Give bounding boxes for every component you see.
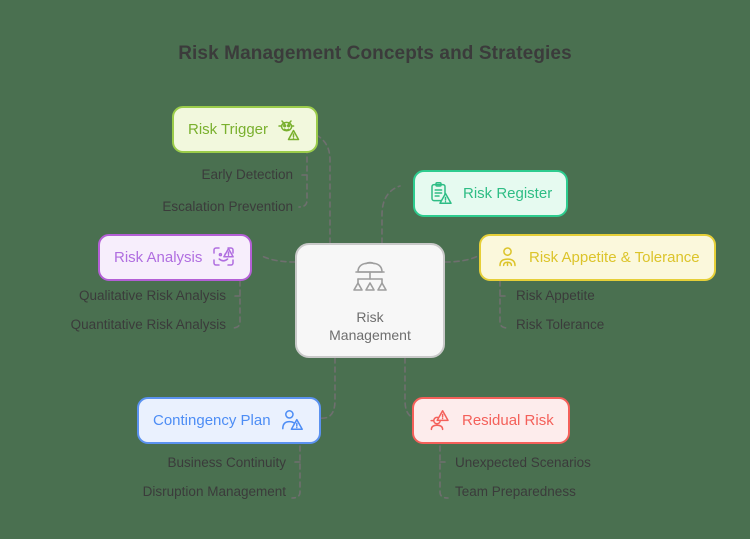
node-contingency-plan[interactable]: Contingency Plan [137,397,321,444]
node-risk-trigger[interactable]: Risk Trigger [172,106,319,153]
node-risk-trigger-label: Risk Trigger [188,121,269,138]
clipboard-warning-icon [429,181,454,206]
sub-disruption-management: Disruption Management [142,484,286,499]
node-risk-register[interactable]: Risk Register [413,170,569,217]
sub-business-continuity: Business Continuity [167,455,286,470]
hard-hat-hierarchy-icon [347,257,393,302]
sub-early-detection: Early Detection [201,167,293,182]
node-contingency-plan-label: Contingency Plan [153,412,271,429]
node-risk-appetite-tolerance-label: Risk Appetite & Tolerance [529,249,700,266]
person-warning-icon [428,408,453,433]
person-gauge-icon [495,245,520,270]
center-label-line1: Risk [356,309,384,325]
bug-warning-icon [277,117,302,142]
center-label-line2: Management [329,326,411,343]
sub-team-preparedness: Team Preparedness [455,484,576,499]
sub-qualitative-risk-analysis: Qualitative Risk Analysis [78,288,226,303]
scan-warning-icon [211,245,236,270]
sub-risk-tolerance: Risk Tolerance [516,317,605,332]
sub-escalation-prevention: Escalation Prevention [162,199,293,214]
node-risk-appetite-tolerance[interactable]: Risk Appetite & Tolerance [479,234,716,281]
center-node-risk-management[interactable]: Risk Management [295,243,445,358]
node-risk-analysis[interactable]: Risk Analysis [98,234,253,281]
node-residual-risk[interactable]: Residual Risk [412,397,570,444]
sub-unexpected-scenarios: Unexpected Scenarios [455,455,591,470]
node-risk-register-label: Risk Register [463,185,553,202]
node-residual-risk-label: Residual Risk [462,412,554,429]
sub-quantitative-risk-analysis: Quantitative Risk Analysis [70,317,226,332]
node-risk-analysis-label: Risk Analysis [114,249,203,266]
person-alert-icon [280,408,305,433]
sub-risk-appetite: Risk Appetite [516,288,595,303]
page-title: Risk Management Concepts and Strategies [178,43,572,64]
